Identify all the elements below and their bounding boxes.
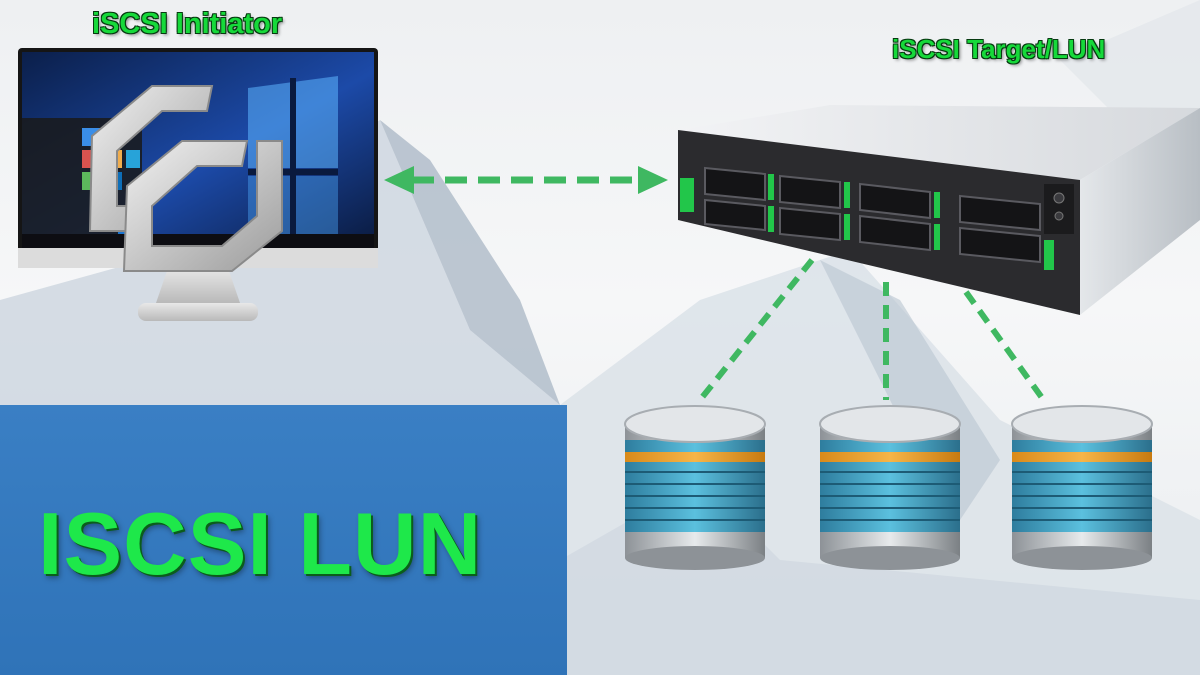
banner-title: ISCSI LUN <box>38 493 482 595</box>
initiator-computer-icon <box>18 48 378 328</box>
target-label: iSCSI Target/LUN <box>892 34 1105 65</box>
lun-disk-2-icon <box>815 402 965 574</box>
initiator-label: iSCSI Initiator <box>92 8 282 41</box>
nas-server-icon <box>660 100 1200 315</box>
lun-disk-3-icon <box>1007 402 1157 574</box>
title-banner: ISCSI LUN <box>0 405 567 675</box>
lun-disk-1-icon <box>620 402 770 574</box>
